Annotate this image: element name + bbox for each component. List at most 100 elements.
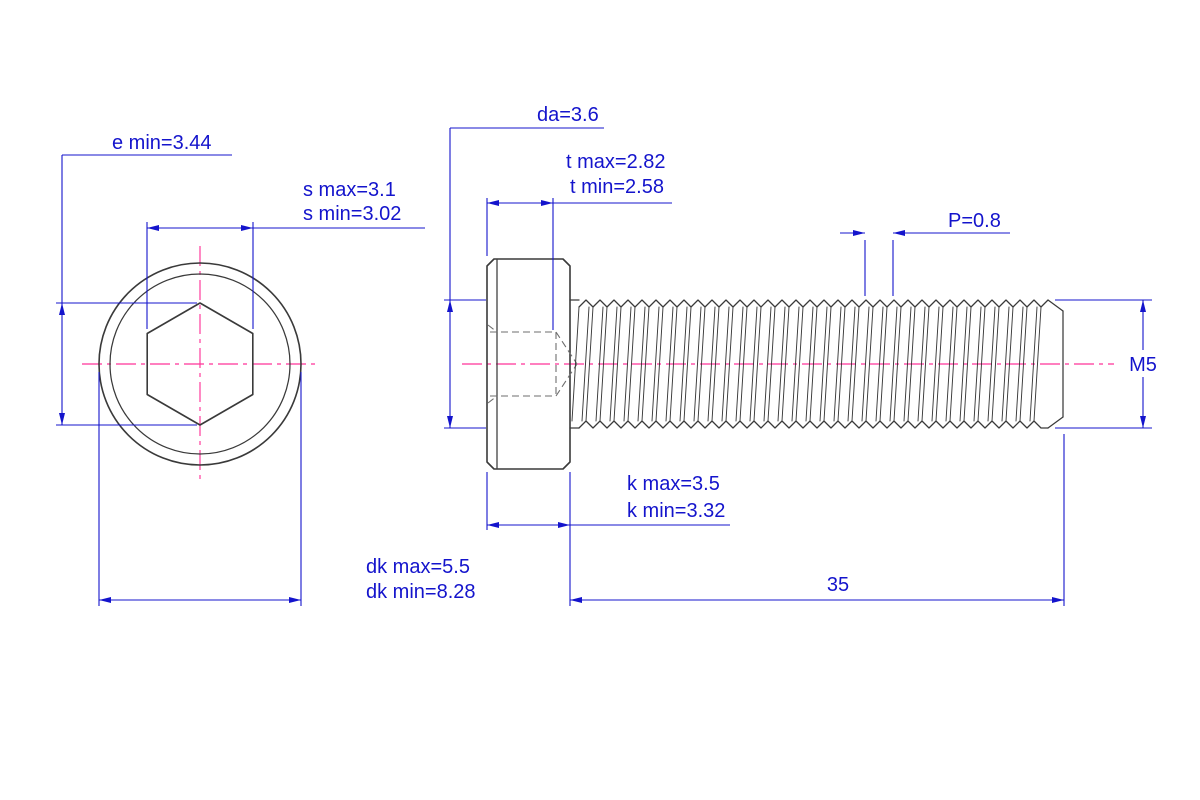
end-chamfer-top xyxy=(1047,299,1064,312)
thread-flank-line xyxy=(959,306,968,422)
thread-flank-line xyxy=(907,306,916,422)
dimension-label-dk-max: dk max=5.5 xyxy=(366,556,470,578)
thread-flank-line xyxy=(977,306,986,422)
thread-flank-line xyxy=(865,306,874,422)
thread-flank-line xyxy=(945,306,954,422)
thread-flank-line xyxy=(991,306,1000,422)
dimension-label-s-min: s min=3.02 xyxy=(303,203,401,225)
thread-flank-line xyxy=(973,306,982,422)
thread-flank-line xyxy=(781,306,790,422)
thread-flank-line xyxy=(861,306,870,422)
thread-flank-line xyxy=(669,306,678,422)
thread-flank-line xyxy=(893,306,902,422)
label-background xyxy=(1121,350,1165,377)
thread-flank-line xyxy=(739,306,748,422)
thread-flank-line xyxy=(735,306,744,422)
thread-flank-line xyxy=(917,306,926,422)
thread-flank-line xyxy=(809,306,818,422)
thread-flank-line xyxy=(637,306,646,422)
thread-flank-line xyxy=(805,306,814,422)
end-chamfer-bottom xyxy=(1047,416,1064,429)
thread-flank-line xyxy=(595,306,604,422)
thread-flank-line xyxy=(931,306,940,422)
dimension-label-s-max: s max=3.1 xyxy=(303,179,396,201)
thread-flank-line xyxy=(949,306,958,422)
dimension-s: s max=3.1 s min=3.02 xyxy=(146,179,425,329)
thread-flank-line xyxy=(1005,306,1014,422)
screw-head-outline xyxy=(486,258,571,470)
dimension-label-k-min: k min=3.32 xyxy=(627,500,725,522)
hex-socket xyxy=(146,302,254,426)
thread-flank-line xyxy=(837,306,846,422)
thread-flank-line xyxy=(851,306,860,422)
thread-flank-line xyxy=(655,306,664,422)
thread-flank-line xyxy=(585,306,594,422)
dimension-pitch: P=0.8 xyxy=(840,210,1010,296)
dimension-length: 35 xyxy=(570,434,1065,606)
thread-flank-line xyxy=(1019,306,1028,422)
thread-flank-line xyxy=(725,306,734,422)
end-view xyxy=(98,262,302,466)
thread-flank-line xyxy=(921,306,930,422)
thread-flank-line xyxy=(623,306,632,422)
thread-flank-line xyxy=(1001,306,1010,422)
thread-flank-line xyxy=(889,306,898,422)
dimension-label-t-max: t max=2.82 xyxy=(566,151,666,173)
thread-flank-line xyxy=(875,306,884,422)
thread-flank-line xyxy=(1015,306,1024,422)
thread-flank-line xyxy=(753,306,762,422)
thread-flank-line xyxy=(847,306,856,422)
thread-flank-line xyxy=(721,306,730,422)
thread-flank-line xyxy=(707,306,716,422)
thread-flank-line xyxy=(651,306,660,422)
thread-flank-line xyxy=(693,306,702,422)
thread-flank-line xyxy=(609,306,618,422)
thread-flank-line xyxy=(819,306,828,422)
thread-flank-line xyxy=(935,306,944,422)
dimension-label-pitch: P=0.8 xyxy=(948,210,1001,232)
dimension-label-e-min: e min=3.44 xyxy=(112,132,212,154)
hidden-socket-lines xyxy=(487,324,578,404)
side-view xyxy=(486,258,1064,470)
thread-flank-line xyxy=(1029,306,1038,422)
thread-flank-line xyxy=(763,306,772,422)
thread-flank-line xyxy=(833,306,842,422)
thread-flank-line xyxy=(823,306,832,422)
socket-cone-upper-hidden xyxy=(555,331,578,365)
dimension-k: k max=3.5 k min=3.32 xyxy=(486,472,730,606)
dimension-thread-size: M5 xyxy=(1055,299,1165,429)
head-chamfer-circle xyxy=(109,273,291,455)
thread-crest-profile xyxy=(578,420,1049,429)
socket-entry-chamfer-upper xyxy=(487,324,498,333)
thread-flank-line xyxy=(777,306,786,422)
thread-flank-line xyxy=(571,306,580,422)
thread-flank-line xyxy=(1033,306,1042,422)
dimension-label-da: da=3.6 xyxy=(537,104,599,126)
thread-flank-line xyxy=(697,306,706,422)
thread-flank-line xyxy=(767,306,776,422)
thread-flank-line xyxy=(683,306,692,422)
thread-flank-line xyxy=(581,306,590,422)
dimension-label-length: 35 xyxy=(827,574,849,596)
thread-flank-line xyxy=(791,306,800,422)
thread-flank-line xyxy=(641,306,650,422)
thread-flank-line xyxy=(665,306,674,422)
dimension-label-t-min: t min=2.58 xyxy=(570,176,664,198)
dimension-label-dk-min: dk min=8.28 xyxy=(366,581,476,603)
dimension-e: e min=3.44 xyxy=(56,132,232,426)
thread-flank-line xyxy=(679,306,688,422)
dimension-t: t max=2.82 t min=2.58 xyxy=(486,151,672,330)
dimension-dk: dk max=5.5 dk min=8.28 xyxy=(98,372,476,606)
thread-flank-line xyxy=(963,306,972,422)
thread-flank-line xyxy=(627,306,636,422)
thread xyxy=(571,299,1049,429)
thread-flank-line xyxy=(903,306,912,422)
thread-crest-profile xyxy=(578,299,1049,308)
thread-flank-line xyxy=(795,306,804,422)
thread-flank-line xyxy=(749,306,758,422)
shank xyxy=(569,299,580,429)
dimension-label-k-max: k max=3.5 xyxy=(627,473,720,495)
dimension-label-thread: M5 xyxy=(1129,354,1157,376)
